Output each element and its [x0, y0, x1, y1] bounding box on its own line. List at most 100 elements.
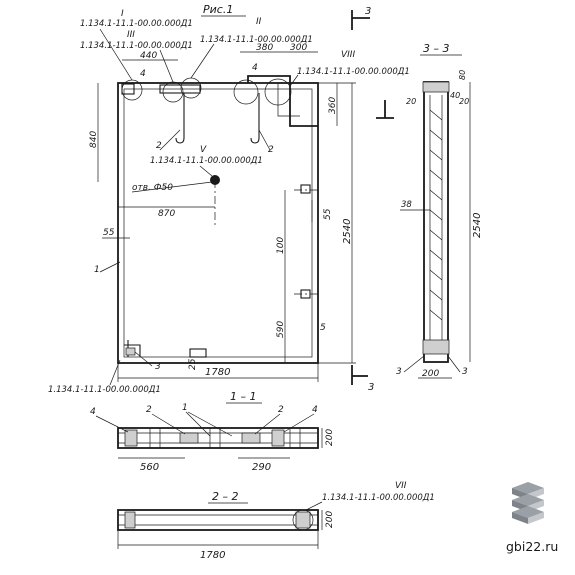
dim-s80: 80	[458, 70, 467, 80]
section-2-2-body	[117, 509, 319, 531]
s11-pos-4b: 4	[312, 405, 318, 415]
pos-4-top: 4	[140, 69, 146, 79]
section-1-1-title: 1 – 1	[230, 390, 257, 403]
section-1-1-plate-right	[241, 432, 261, 444]
section-1-1-end-right	[271, 429, 285, 447]
section-2-2: 2 – 2 VII 1.134.1-11.1-00.00.000Д1 200 1…	[117, 481, 435, 561]
leader-pos-3	[134, 351, 153, 367]
section-2-2-end-right	[295, 511, 311, 529]
ref-code-v: 1.134.1-11.1-00.00.000Д1	[150, 156, 263, 166]
lifting-hook-right	[250, 93, 260, 144]
s11-pos-1: 1	[182, 403, 188, 413]
pos-3: 3	[155, 362, 161, 372]
section-1-1-end-left	[124, 429, 138, 447]
main-elevation: Рис.1 440 4 380 300	[48, 3, 410, 395]
panel-inner-contour	[123, 88, 313, 358]
section-1-1-plate-left	[179, 432, 199, 444]
detail-circle-vii	[292, 509, 314, 531]
dim-s20a: 20	[406, 97, 416, 106]
cut-mark-top: 3	[351, 6, 371, 30]
ref-code-iii: 1.134.1-11.1-00.00.000Д1	[80, 41, 193, 51]
dim-380: 380	[256, 43, 273, 53]
s11-leader-2a	[151, 413, 186, 435]
section-3-3-bottom	[422, 339, 450, 355]
detail-circle-ii	[180, 77, 202, 99]
dim-p200: 200	[325, 429, 335, 446]
s11-pos-2b: 2	[278, 405, 284, 415]
leader-ref-v	[199, 165, 213, 177]
ref-mark-iii: III	[127, 30, 135, 40]
figure-title: Рис.1	[203, 3, 233, 16]
dim-s38: 38	[401, 200, 412, 210]
leader-ref-ii	[190, 43, 215, 79]
leader-hole	[131, 181, 213, 193]
dim-1780: 1780	[205, 367, 230, 378]
ref-mark-v: V	[200, 145, 207, 155]
hole-label: отв. Ф50	[132, 183, 173, 193]
leader-ss3b	[447, 355, 461, 373]
dim-2540: 2540	[342, 219, 353, 244]
dim-s200: 200	[422, 369, 439, 379]
panel-outer-contour	[117, 82, 319, 364]
s11-leader-4a	[95, 415, 129, 433]
pos-2a: 2	[156, 141, 162, 151]
dim-q1780: 1780	[200, 550, 225, 561]
section-3-3-top	[422, 81, 450, 93]
watermark-text: gbi22.ru	[506, 539, 558, 554]
leader-ref-i	[99, 28, 133, 81]
leader-ref-vi	[109, 359, 121, 386]
dim-55-left: 55	[103, 228, 115, 238]
s11-leader-1b	[187, 411, 233, 437]
watermark-logo	[512, 482, 544, 524]
pos-1: 1	[94, 265, 100, 275]
dim-300: 300	[290, 43, 307, 53]
bottom-plate	[189, 348, 207, 358]
leader-pos-2b	[258, 129, 271, 151]
dim-s2540: 2540	[472, 213, 483, 238]
section-2-2-end-left	[124, 511, 136, 529]
s11-pos-2a: 2	[146, 405, 152, 415]
corner-plate	[125, 347, 136, 356]
leader-ss3a	[403, 355, 425, 373]
dim-p290: 290	[252, 462, 271, 473]
loop-channel	[247, 75, 318, 127]
loop-channel-inner	[277, 83, 300, 117]
dim-360: 360	[328, 97, 338, 114]
section-1-1-stirrups	[149, 428, 301, 448]
leader-ref-vii	[305, 501, 323, 511]
dim-s40: 40	[450, 91, 460, 100]
dim-100: 100	[276, 237, 286, 254]
cut-mark-bottom: 3	[351, 365, 374, 393]
ref-code-vii: 1.134.1-11.1-00.00.000Д1	[322, 493, 435, 503]
ref-code-ii: 1.134.1-11.1-00.00.000Д1	[200, 35, 313, 45]
dim-q200: 200	[325, 511, 335, 528]
dim-870: 870	[158, 209, 175, 219]
leader-ref-iii	[159, 49, 174, 83]
pos-5: 5	[320, 323, 326, 333]
section-2-2-title: 2 – 2	[212, 490, 239, 503]
lifting-hook-left	[175, 93, 185, 144]
leader-pos-2a	[159, 129, 181, 151]
dim-840: 840	[89, 131, 99, 148]
dim-p560: 560	[140, 462, 159, 473]
ref-code-vi: 1.134.1-11.1-00.00.000Д1	[48, 385, 161, 395]
leader-pos-1	[99, 261, 121, 273]
section-3-3: 3 – 3 2540 80 20 40 20 38 200 3 3	[396, 42, 483, 379]
section-3-3-title: 3 – 3	[423, 42, 450, 55]
dim-s20b: 20	[459, 97, 469, 106]
section-stirrups	[429, 109, 443, 321]
dim-590: 590	[276, 321, 286, 338]
ref-mark-vii: VII	[395, 481, 407, 491]
ref-mark-viii: VIII	[341, 50, 355, 60]
pos-ss3b: 3	[462, 367, 468, 377]
side-plate-top	[300, 184, 311, 194]
pos-2b: 2	[268, 145, 274, 155]
svg-text:3: 3	[368, 382, 374, 393]
svg-text:3: 3	[365, 6, 371, 17]
section-3-3-body	[423, 81, 449, 363]
pos-4-right: 4	[252, 63, 258, 73]
pos-ss3a: 3	[396, 367, 402, 377]
section-1-1-body	[117, 427, 319, 449]
dim-25: 25	[188, 358, 198, 370]
